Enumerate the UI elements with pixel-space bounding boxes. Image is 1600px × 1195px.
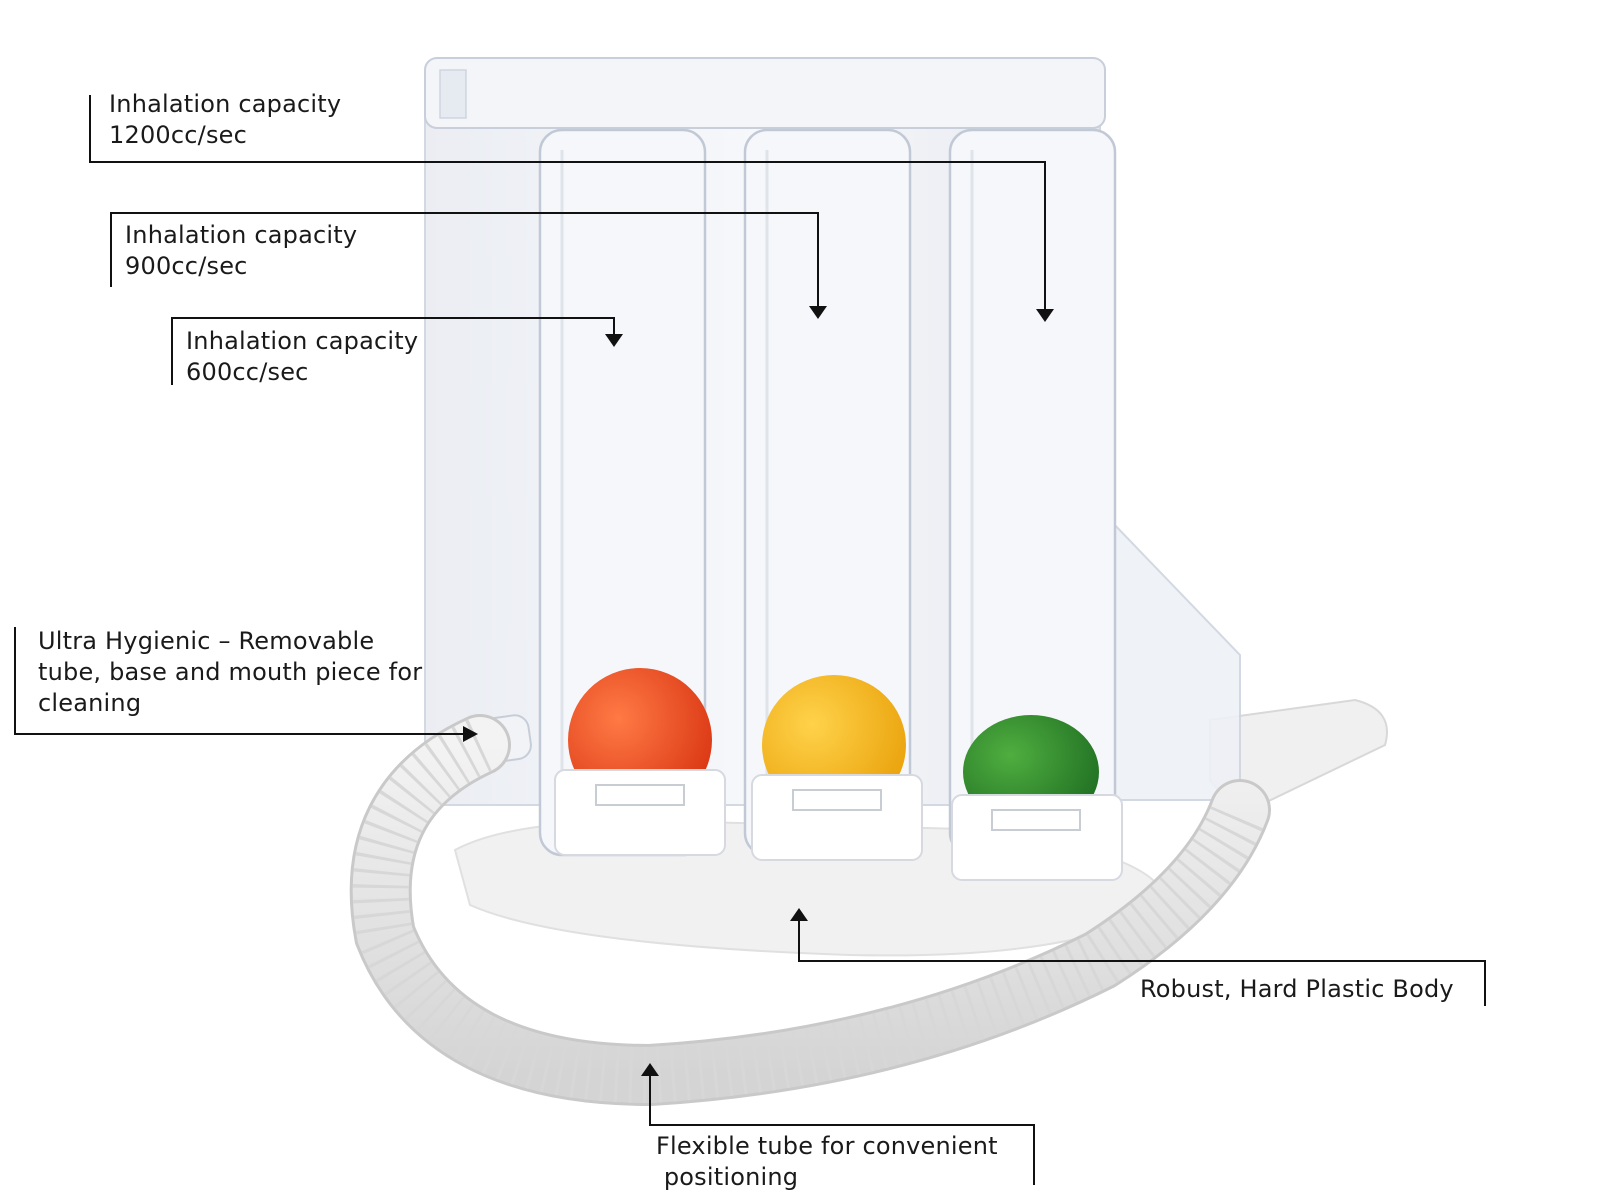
callout-hygienic-line1: Ultra Hygienic – Removable bbox=[38, 627, 375, 655]
leader-hygienic bbox=[14, 627, 468, 735]
callout-600-line2: 600cc/sec bbox=[186, 358, 309, 386]
callout-tube: Flexible tube for convenient positioning bbox=[656, 1131, 998, 1193]
arrow-1200 bbox=[1036, 309, 1054, 322]
leader-600 bbox=[171, 317, 615, 385]
top-handle bbox=[424, 57, 1106, 129]
arrowheads bbox=[463, 306, 1054, 1076]
arrow-900 bbox=[809, 306, 827, 319]
callout-600-line1: Inhalation capacity bbox=[186, 327, 419, 355]
callout-hygienic-line3: cleaning bbox=[38, 689, 142, 717]
callout-tube-line1: Flexible tube for convenient bbox=[656, 1132, 998, 1160]
callout-body-line1: Robust, Hard Plastic Body bbox=[1140, 975, 1454, 1003]
leader-900 bbox=[110, 212, 819, 309]
leader-tube bbox=[649, 1073, 1035, 1185]
callout-900: Inhalation capacity 900cc/sec bbox=[125, 220, 357, 282]
callout-600: Inhalation capacity 600cc/sec bbox=[186, 326, 418, 388]
callout-900-line1: Inhalation capacity bbox=[125, 221, 358, 249]
arrow-body bbox=[790, 908, 808, 921]
callout-1200: Inhalation capacity 1200cc/sec bbox=[109, 89, 341, 151]
arrow-tube bbox=[641, 1063, 659, 1076]
side-panel bbox=[1108, 517, 1241, 801]
leader-lines bbox=[14, 95, 1486, 1185]
leader-body bbox=[798, 918, 1486, 1006]
cup-1200 bbox=[951, 794, 1123, 881]
callout-hygienic-line2: tube, base and mouth piece for bbox=[38, 658, 423, 686]
callout-1200-line2: 1200cc/sec bbox=[109, 121, 248, 149]
callout-body: Robust, Hard Plastic Body bbox=[1140, 974, 1454, 1005]
leader-1200 bbox=[89, 95, 1046, 312]
callout-hygienic: Ultra Hygienic – Removable tube, base an… bbox=[38, 626, 422, 719]
arrow-600 bbox=[605, 334, 623, 347]
callout-tube-line2: positioning bbox=[656, 1163, 799, 1191]
cup-900 bbox=[751, 774, 923, 861]
arrow-hygienic bbox=[463, 726, 478, 742]
cup-600 bbox=[554, 769, 726, 856]
callout-900-line2: 900cc/sec bbox=[125, 252, 248, 280]
callout-1200-line1: Inhalation capacity bbox=[109, 90, 342, 118]
